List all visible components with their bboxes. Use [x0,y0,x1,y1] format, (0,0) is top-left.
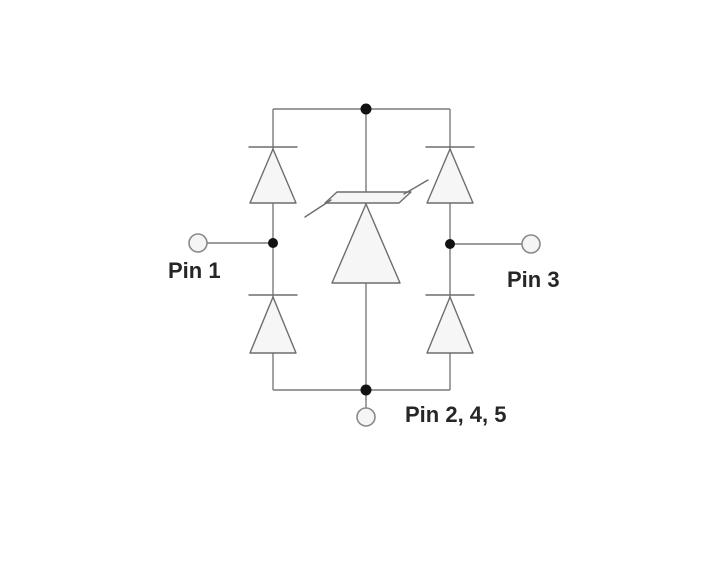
pin245-label: Pin 2, 4, 5 [405,402,507,427]
junction-dot-bottom [360,384,372,396]
junction-dot-top [360,103,372,115]
pin1-terminal-icon [188,233,208,253]
pin3-label: Pin 3 [507,267,560,292]
diode-upper-left-icon [248,146,298,204]
terminal-layer [188,233,541,427]
diode-lower-right-icon [425,294,475,354]
pin3-terminal-icon [521,234,541,254]
pin1-label: Pin 1 [168,258,221,283]
junction-dot-left [268,238,278,248]
diode-lower-left-icon [248,294,298,354]
pin245-terminal-icon [356,407,376,427]
component-layer [248,146,475,354]
diode-upper-right-icon [425,146,475,204]
tvs-zener-diode-icon [304,179,429,284]
junction-dot-layer [268,103,455,396]
junction-dot-right [445,239,455,249]
